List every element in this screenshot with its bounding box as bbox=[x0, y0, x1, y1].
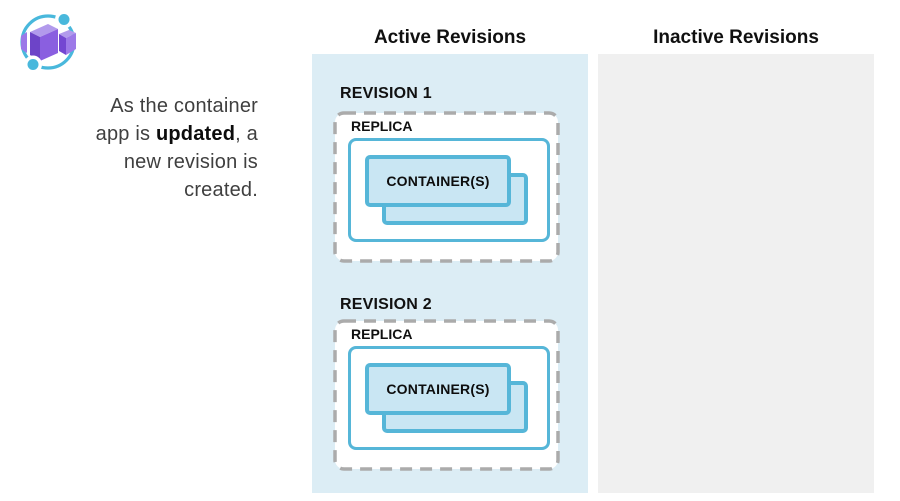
revision-2-label: REVISION 2 bbox=[340, 296, 432, 313]
replica-box: CONTAINER(S) bbox=[348, 138, 550, 242]
replica-label: REPLICA bbox=[351, 326, 413, 342]
revision-2-box: REPLICA CONTAINER(S) bbox=[333, 319, 560, 471]
caption-line1: As the container bbox=[110, 95, 258, 117]
inactive-revisions-header: Inactive Revisions bbox=[653, 27, 819, 48]
active-revisions-header: Active Revisions bbox=[373, 27, 527, 48]
replica-label: REPLICA bbox=[351, 118, 413, 134]
container-apps-icon bbox=[20, 10, 76, 74]
inactive-revisions-panel bbox=[598, 54, 874, 493]
caption-line2-post: , a bbox=[235, 123, 258, 145]
revision-1-box: REPLICA CONTAINER(S) bbox=[333, 111, 560, 263]
container-box-front: CONTAINER(S) bbox=[365, 155, 511, 207]
container-box-front: CONTAINER(S) bbox=[365, 363, 511, 415]
replica-box: CONTAINER(S) bbox=[348, 346, 550, 450]
caption-line3: new revision is bbox=[123, 151, 258, 173]
revision-1-label: REVISION 1 bbox=[340, 85, 432, 102]
caption-line2-pre: app is bbox=[95, 123, 156, 145]
active-revisions-panel: REVISION 1 REPLICA CONTAINER(S) REVISION… bbox=[312, 54, 588, 493]
caption-line4: created. bbox=[184, 179, 258, 201]
caption-updated: updated bbox=[155, 123, 236, 145]
caption: As the container app is updated, a new r… bbox=[8, 92, 258, 204]
